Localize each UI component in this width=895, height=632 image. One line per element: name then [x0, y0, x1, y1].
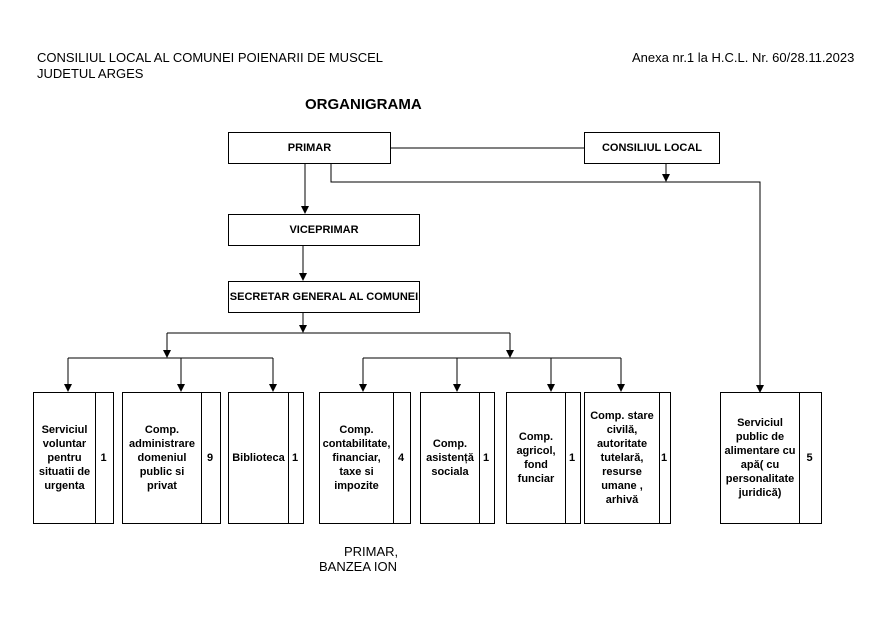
signature-name: BANZEA ION [319, 559, 398, 574]
annex-reference: Anexa nr.1 la H.C.L. Nr. 60/28.11.2023 [632, 50, 855, 65]
unit-administrare-domeniu: Comp. administrare domeniul public si pr… [122, 392, 221, 524]
unit-label: Comp. asistență sociala [421, 393, 480, 523]
signature-role: PRIMAR, [344, 544, 399, 559]
unit-label: Biblioteca [229, 393, 289, 523]
unit-count: 1 [482, 452, 490, 464]
unit-situatii-urgenta: Serviciul voluntar pentru situatii de ur… [33, 392, 114, 524]
unit-stare-civila: Comp. stare civilă, autoritate tutelară,… [584, 392, 671, 524]
page-title: ORGANIGRAMA [305, 96, 422, 113]
unit-contabilitate: Comp. contabilitate, financiar, taxe si … [319, 392, 411, 524]
unit-count: 1 [660, 452, 668, 464]
unit-agricol-fond-funciar: Comp. agricol, fond funciar 1 [506, 392, 581, 524]
unit-count: 5 [806, 452, 813, 464]
council-name: CONSILIUL LOCAL AL COMUNEI POIENARII DE … [37, 50, 384, 65]
unit-count: 1 [291, 452, 299, 464]
unit-count: 9 [206, 452, 214, 464]
unit-label: Comp. agricol, fond funciar [507, 393, 566, 523]
unit-count: 1 [100, 452, 107, 464]
unit-alimentare-apa: Serviciul public de alimentare cu apă( c… [720, 392, 822, 524]
node-primar: PRIMAR [228, 132, 391, 164]
unit-count: 4 [397, 452, 405, 464]
unit-asistenta-sociala: Comp. asistență sociala 1 [420, 392, 495, 524]
county-name: JUDETUL ARGES [37, 66, 144, 81]
node-secretar-general: SECRETAR GENERAL AL COMUNEI [228, 281, 420, 313]
unit-label: Comp. contabilitate, financiar, taxe si … [320, 393, 394, 523]
unit-label: Serviciul public de alimentare cu apă( c… [721, 393, 800, 523]
unit-label: Comp. stare civilă, autoritate tutelară,… [585, 393, 660, 523]
node-viceprimar: VICEPRIMAR [228, 214, 420, 246]
node-consiliul-local: CONSILIUL LOCAL [584, 132, 720, 164]
unit-label: Comp. administrare domeniul public si pr… [123, 393, 202, 523]
unit-label: Serviciul voluntar pentru situatii de ur… [34, 393, 96, 523]
unit-count: 1 [568, 452, 576, 464]
unit-biblioteca: Biblioteca 1 [228, 392, 304, 524]
